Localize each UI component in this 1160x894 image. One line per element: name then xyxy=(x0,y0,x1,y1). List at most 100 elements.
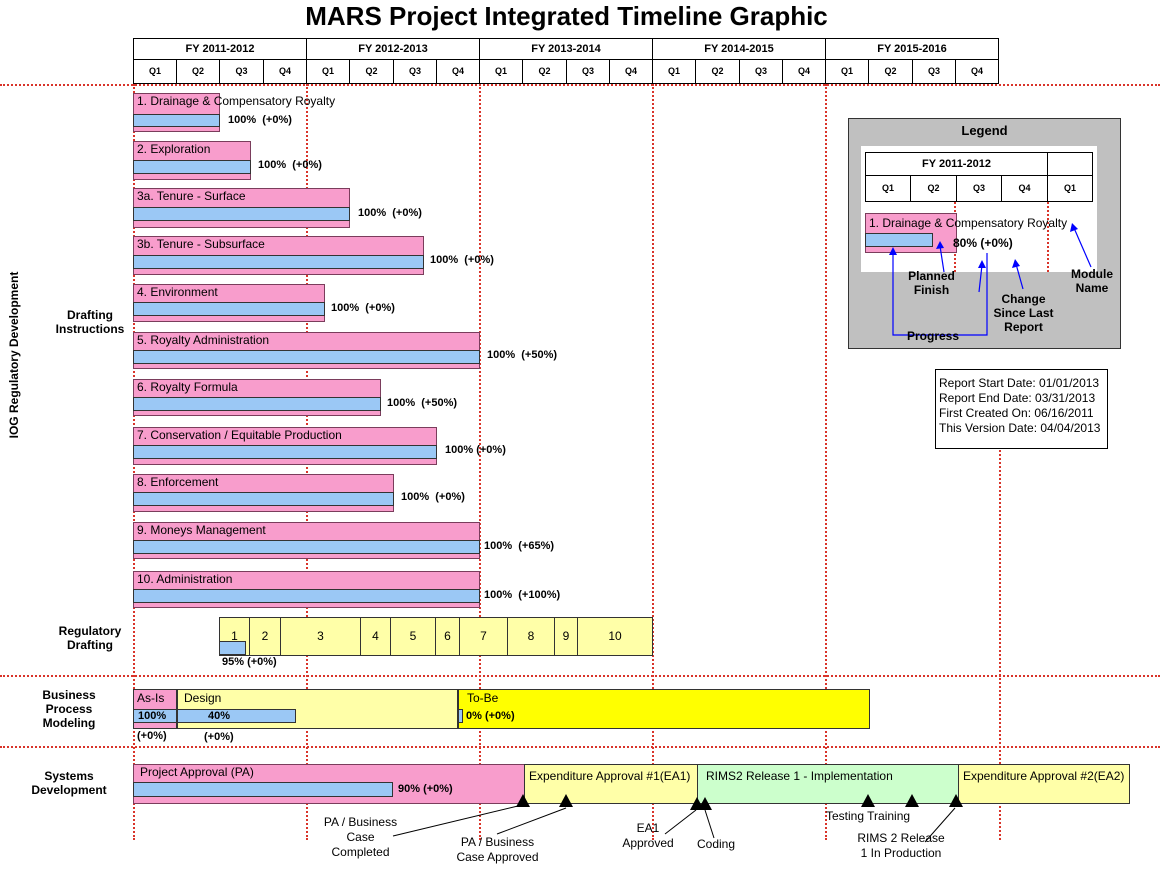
arrow-head-icon xyxy=(1012,259,1020,268)
legend-change: Change Since Last Report xyxy=(993,292,1054,334)
module-1-progress xyxy=(133,114,220,127)
connector-line xyxy=(392,804,523,837)
connector-line xyxy=(664,809,697,835)
legend-quarter: Q1 xyxy=(1047,175,1093,202)
module-5-progress xyxy=(133,350,480,364)
arrow-progress-left xyxy=(892,251,961,336)
module-10-pct: 100% (+100%) xyxy=(484,589,561,601)
as-is-progress: 100% xyxy=(133,709,177,723)
drafting-segment: 3 xyxy=(280,617,361,656)
module-3b-pct: 100% (+0%) xyxy=(430,254,494,266)
drafting-segment: 8 xyxy=(507,617,555,656)
connector-line xyxy=(704,809,715,839)
fy-gridline xyxy=(825,84,827,840)
milestone-triangle-icon xyxy=(559,794,573,807)
module-9-progress xyxy=(133,540,480,554)
module-5-pct: 100% (+50%) xyxy=(487,349,558,361)
milestone-rims-production: RIMS 2 Release 1 In Production xyxy=(857,831,945,860)
module-6-progress xyxy=(133,397,381,411)
legend-progress: Progress xyxy=(906,329,960,343)
arrow-module-name xyxy=(1073,227,1092,268)
drafting-segment: 4 xyxy=(360,617,391,656)
report-first-created: First Created On: 06/16/2011 xyxy=(939,406,1094,420)
drafting-segment: 5 xyxy=(390,617,436,656)
fy-gridline xyxy=(652,84,654,840)
module-2-progress xyxy=(133,160,251,174)
legend-sample-progress xyxy=(865,233,933,247)
section-divider xyxy=(0,675,1160,677)
milestone-triangle-icon xyxy=(905,794,919,807)
milestone-triangle-icon xyxy=(516,794,530,807)
report-start-date: Report Start Date: 01/01/2013 xyxy=(939,376,1100,390)
module-6-pct: 100% (+50%) xyxy=(387,397,458,409)
quarter-q2: Q2 xyxy=(176,59,220,84)
quarter-q4: Q4 xyxy=(955,59,999,84)
quarter-q1: Q1 xyxy=(306,59,350,84)
module-3a-progress xyxy=(133,207,350,221)
milestone-pa-approved: PA / Business Case Approved xyxy=(456,835,539,864)
connector-line xyxy=(924,807,956,843)
quarter-q3: Q3 xyxy=(393,59,437,84)
fy-2014-2015: FY 2014-2015 xyxy=(652,38,826,60)
milestone-ea1-approved: EA1 Approved xyxy=(622,821,674,850)
module-3b-progress xyxy=(133,255,424,269)
fy-gridline xyxy=(479,84,481,840)
design-change: (+0%) xyxy=(204,731,234,743)
module-7-progress xyxy=(133,445,437,459)
legend-sample: FY 2011-2012 Q1 Q2 Q3 Q4 Q1 1. Drainage … xyxy=(861,146,1097,272)
module-4-progress xyxy=(133,302,325,316)
quarter-q2: Q2 xyxy=(868,59,913,84)
quarter-q4: Q4 xyxy=(436,59,480,84)
regulatory-drafting-label: Regulatory Drafting xyxy=(58,624,122,652)
arrow-progress-right xyxy=(961,253,988,336)
report-version-date: This Version Date: 04/04/2013 xyxy=(939,421,1101,435)
systems-development-label: Systems Development xyxy=(31,769,107,797)
quarter-q4: Q4 xyxy=(782,59,826,84)
section-divider xyxy=(0,746,1160,748)
legend-planned-finish: Planned Finish xyxy=(908,269,955,297)
arrow-head-icon xyxy=(936,241,944,249)
arrow-planned-finish xyxy=(939,245,945,273)
quarter-q3: Q3 xyxy=(219,59,264,84)
quarter-q4: Q4 xyxy=(263,59,307,84)
milestone-testing-training: Testing Training xyxy=(826,809,911,823)
section-divider xyxy=(0,84,1160,86)
regulatory-drafting-pct: 95% (+0%) xyxy=(222,656,277,668)
ea2-phase: Expenditure Approval #2(EA2) xyxy=(958,764,1130,804)
project-approval-progress xyxy=(133,782,393,797)
page-title: MARS Project Integrated Timeline Graphic xyxy=(305,1,828,31)
module-7-pct: 100% (+0%) xyxy=(445,444,506,456)
arrow-head-icon xyxy=(889,247,897,255)
milestone-coding: Coding xyxy=(696,837,736,851)
quarter-q2: Q2 xyxy=(522,59,567,84)
quarter-q3: Q3 xyxy=(739,59,783,84)
quarter-q1: Q1 xyxy=(479,59,523,84)
arrow-progress-pct xyxy=(978,264,983,293)
drafting-instructions-label: Drafting Instructions xyxy=(55,308,125,336)
module-10-progress xyxy=(133,589,480,603)
regulatory-drafting-progress xyxy=(219,641,246,655)
to-be-pct: 0% (+0%) xyxy=(466,710,515,722)
module-4-pct: 100% (+0%) xyxy=(331,302,395,314)
legend-panel: Legend FY 2011-2012 Q1 Q2 Q3 Q4 Q1 1. Dr… xyxy=(848,118,1121,349)
quarter-q2: Q2 xyxy=(349,59,394,84)
ea1-phase: Expenditure Approval #1(EA1) xyxy=(524,764,698,804)
legend-gridline xyxy=(1047,202,1049,272)
quarter-q1: Q1 xyxy=(133,59,177,84)
module-1-pct: 100% (+0%) xyxy=(228,114,292,126)
to-be-phase: To-Be xyxy=(458,689,870,729)
milestone-triangle-icon xyxy=(698,797,712,810)
connector-line xyxy=(496,807,567,835)
arrow-change xyxy=(1015,263,1024,290)
arrow-head-icon xyxy=(1070,223,1078,232)
report-dates-box: Report Start Date: 01/01/2013 Report End… xyxy=(935,369,1108,449)
legend-title: Legend xyxy=(961,123,1008,138)
quarter-q1: Q1 xyxy=(652,59,696,84)
legend-arrows xyxy=(889,223,1092,336)
milestone-pa-completed: PA / Business Case Completed xyxy=(323,815,398,859)
module-8-progress xyxy=(133,492,394,506)
arrow-head-icon xyxy=(978,260,986,268)
module-2-pct: 100% (+0%) xyxy=(258,159,322,171)
milestone-triangle-icon xyxy=(861,794,875,807)
